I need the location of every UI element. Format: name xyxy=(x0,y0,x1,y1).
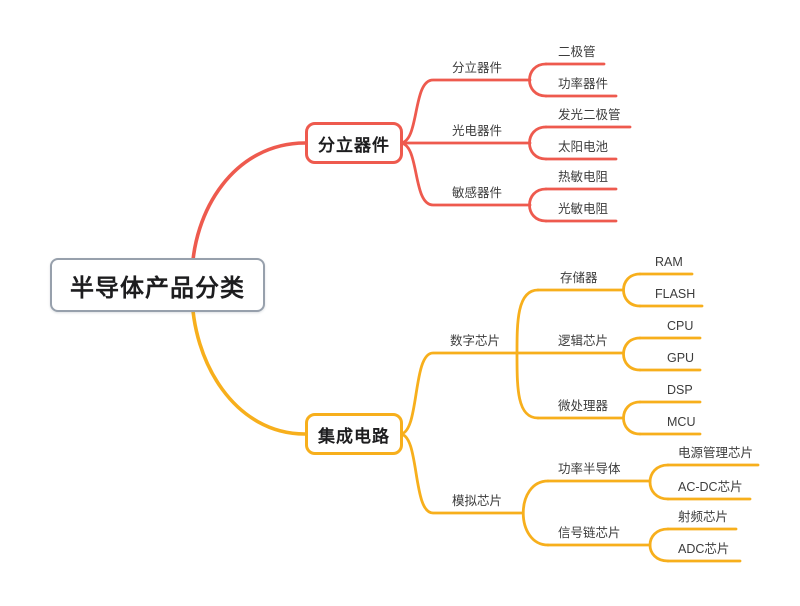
subtopic-label-analog-chips[interactable]: 模拟芯片 xyxy=(452,494,503,508)
leaf-label-solar-cell[interactable]: 太阳电池 xyxy=(558,140,609,154)
topic-label-microprocessor[interactable]: 微处理器 xyxy=(558,399,609,413)
topic-label-logic-chips[interactable]: 逻辑芯片 xyxy=(558,334,609,348)
topic-label-signal-chain-chips[interactable]: 信号链芯片 xyxy=(558,526,621,540)
root-node[interactable]: 半导体产品分类 xyxy=(50,258,265,312)
topic-label-memory[interactable]: 存储器 xyxy=(560,271,598,285)
branch-node-discrete-devices[interactable]: 分立器件 xyxy=(305,122,403,164)
leaf-label-dsp[interactable]: DSP xyxy=(667,383,693,397)
discrete-branch-lines xyxy=(190,62,632,280)
leaf-label-power-management-chip[interactable]: 电源管理芯片 xyxy=(678,446,754,460)
topic-label-power-semiconductor[interactable]: 功率半导体 xyxy=(558,462,621,476)
subtopic-label-sensitive-devices[interactable]: 敏感器件 xyxy=(452,186,503,200)
leaf-label-cpu[interactable]: CPU xyxy=(667,319,694,333)
branch-node-integrated-circuits[interactable]: 集成电路 xyxy=(305,413,403,455)
leaf-label-mcu[interactable]: MCU xyxy=(667,415,696,429)
leaf-label-thermistor[interactable]: 热敏电阻 xyxy=(558,170,609,184)
leaf-label-flash[interactable]: FLASH xyxy=(655,287,696,301)
leaf-label-photoresistor[interactable]: 光敏电阻 xyxy=(558,202,609,216)
leaf-label-rf-chip[interactable]: 射频芯片 xyxy=(678,510,729,524)
leaf-label-led[interactable]: 发光二极管 xyxy=(558,108,621,122)
leaf-label-diode[interactable]: 二极管 xyxy=(558,45,596,59)
leaf-label-gpu[interactable]: GPU xyxy=(667,351,695,365)
ic-branch-lines xyxy=(190,272,760,563)
leaf-label-power-device[interactable]: 功率器件 xyxy=(558,77,609,91)
subtopic-label-discrete-components[interactable]: 分立器件 xyxy=(452,61,503,75)
leaf-label-adc-chip[interactable]: ADC芯片 xyxy=(678,542,730,556)
leaf-label-ac-dc-chip[interactable]: AC-DC芯片 xyxy=(678,480,743,494)
subtopic-label-digital-chips[interactable]: 数字芯片 xyxy=(450,334,501,348)
leaf-label-ram[interactable]: RAM xyxy=(655,255,683,269)
subtopic-label-optoelectronic[interactable]: 光电器件 xyxy=(452,124,503,138)
